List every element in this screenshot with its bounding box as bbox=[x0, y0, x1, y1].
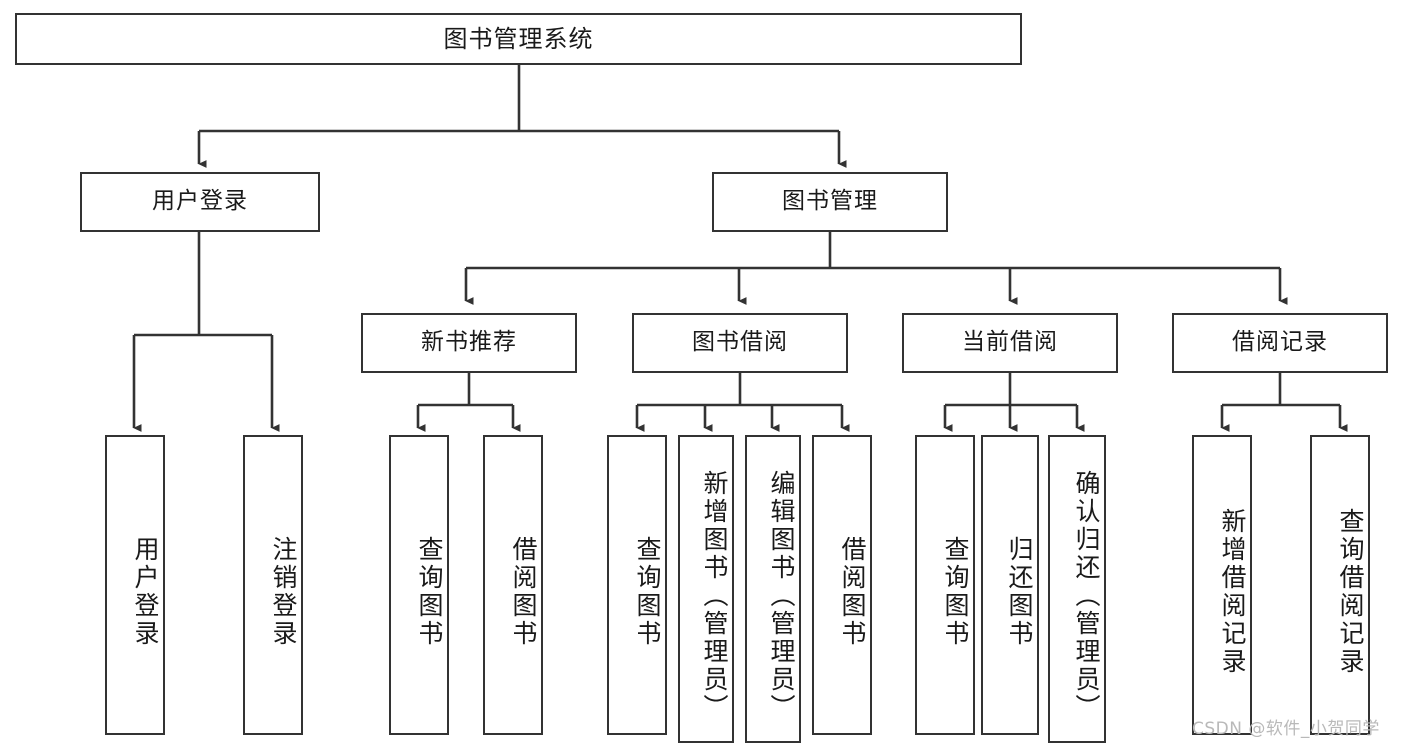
leaf-current-borrow-confirm-return[interactable]: 确认归还（管理员） bbox=[1048, 435, 1106, 743]
leaf-user-login-logout[interactable]: 注销登录 bbox=[243, 435, 303, 735]
leaf-new-book-query[interactable]: 查询图书 bbox=[389, 435, 449, 735]
leaf-book-borrow-borrow[interactable]: 借阅图书 bbox=[812, 435, 872, 735]
node-new-book-recommend[interactable]: 新书推荐 bbox=[361, 313, 577, 373]
leaf-new-book-borrow[interactable]: 借阅图书 bbox=[483, 435, 543, 735]
node-root-system[interactable]: 图书管理系统 bbox=[15, 13, 1022, 65]
leaf-borrow-record-query[interactable]: 查询借阅记录 bbox=[1310, 435, 1370, 735]
node-book-borrow[interactable]: 图书借阅 bbox=[632, 313, 848, 373]
csdn-watermark: CSDN @软件_小贺同学 bbox=[1192, 719, 1380, 739]
node-current-borrow[interactable]: 当前借阅 bbox=[902, 313, 1118, 373]
node-book-management[interactable]: 图书管理 bbox=[712, 172, 948, 232]
leaf-book-borrow-add[interactable]: 新增图书（管理员） bbox=[678, 435, 734, 743]
leaf-book-borrow-query[interactable]: 查询图书 bbox=[607, 435, 667, 735]
leaf-user-login-login[interactable]: 用户登录 bbox=[105, 435, 165, 735]
leaf-borrow-record-add[interactable]: 新增借阅记录 bbox=[1192, 435, 1252, 735]
leaf-book-borrow-edit[interactable]: 编辑图书（管理员） bbox=[745, 435, 801, 743]
node-borrow-record[interactable]: 借阅记录 bbox=[1172, 313, 1388, 373]
node-user-login[interactable]: 用户登录 bbox=[80, 172, 320, 232]
leaf-current-borrow-query[interactable]: 查询图书 bbox=[915, 435, 975, 735]
leaf-current-borrow-return[interactable]: 归还图书 bbox=[981, 435, 1039, 735]
